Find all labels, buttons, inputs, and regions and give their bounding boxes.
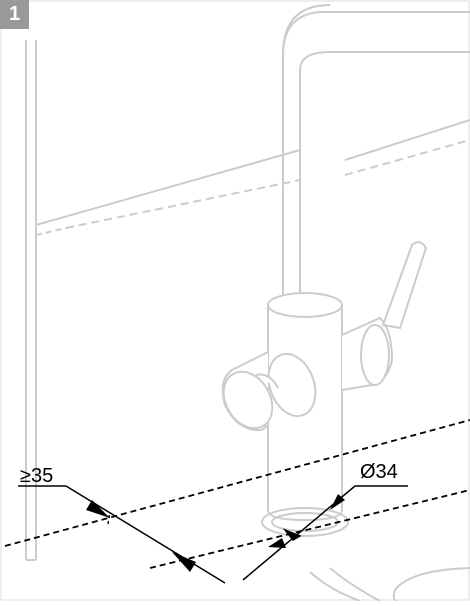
step-number-badge: 1 <box>0 0 29 29</box>
diameter-label: Ø34 <box>360 461 398 483</box>
side-knob <box>221 351 317 432</box>
diameter-arrows <box>268 494 345 548</box>
lever-handle <box>341 241 428 391</box>
faucet-spout <box>282 4 470 315</box>
cabinet-outline <box>25 40 470 561</box>
sink-outline <box>309 567 470 602</box>
min-distance-label: ≥35 <box>20 465 53 487</box>
countertop-edges <box>4 419 470 569</box>
dimension-arrows <box>86 500 196 572</box>
